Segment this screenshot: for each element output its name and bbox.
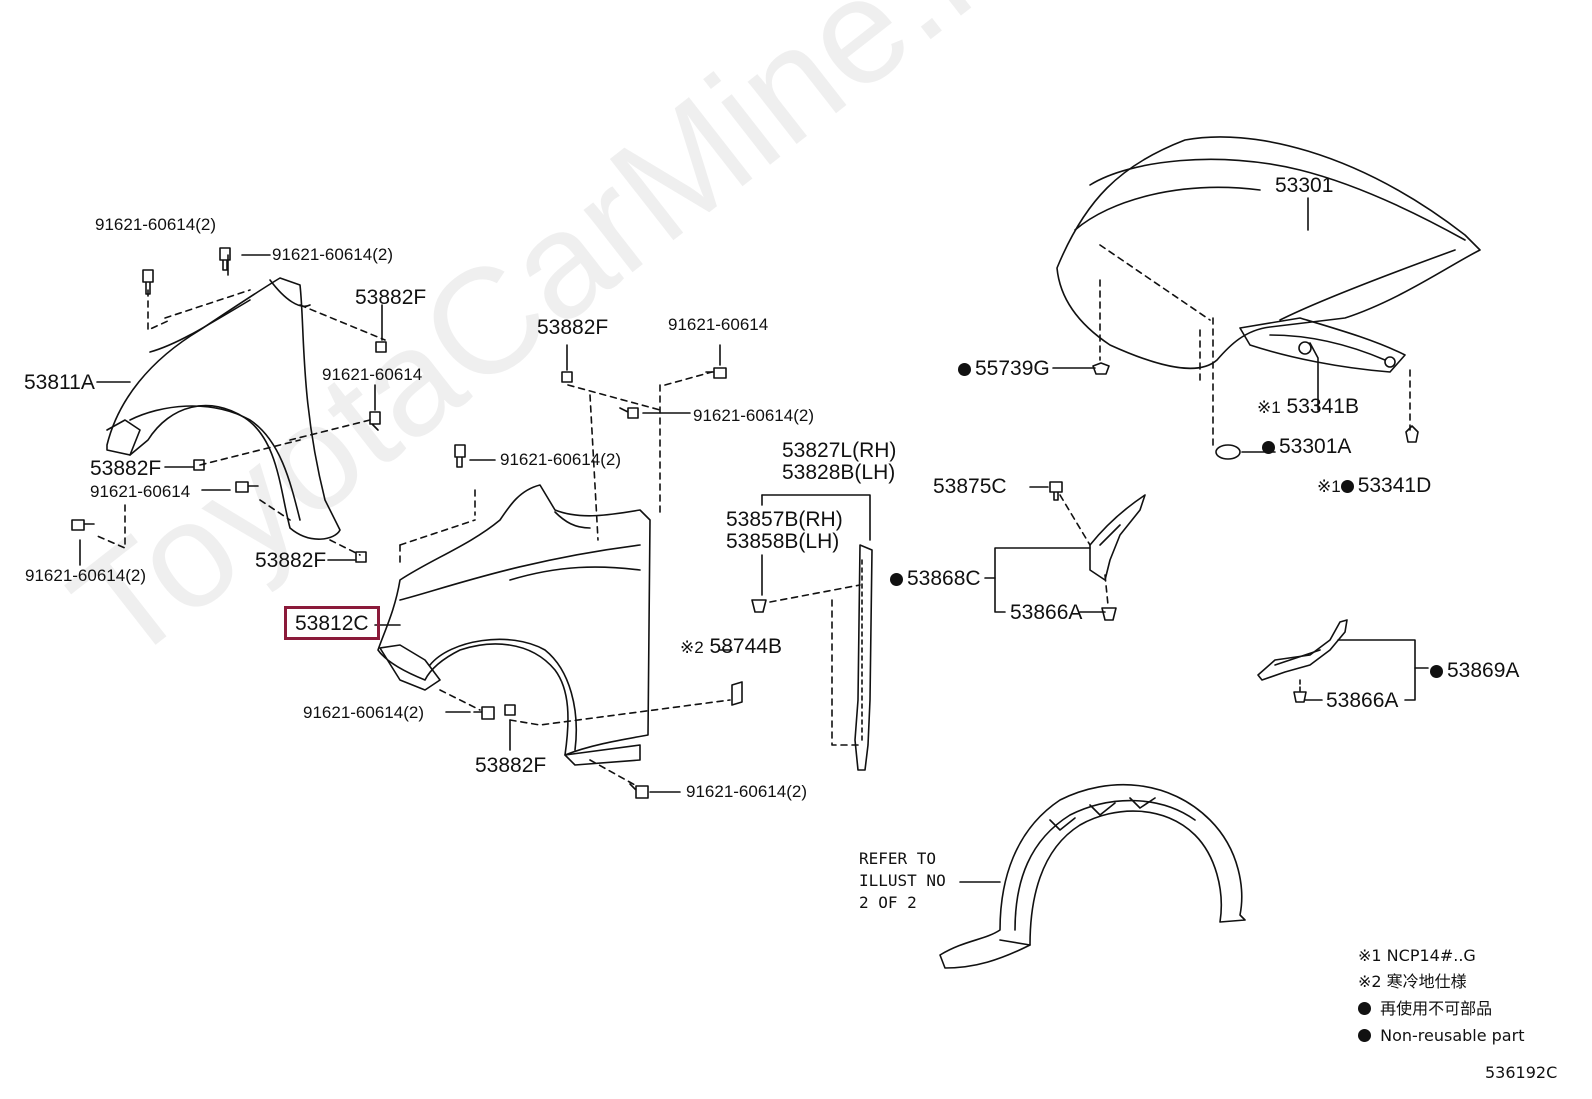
label-55739g: 55739G: [958, 358, 1050, 379]
clip-icon: [1405, 425, 1419, 443]
label-bolt-91621-60614: 91621-60614(2): [686, 782, 807, 801]
label-53882f: 53882F: [355, 286, 427, 309]
label-53812c-highlighted[interactable]: 53812C: [284, 606, 380, 640]
label-bolt-91621-60614: 91621-60614(2): [693, 406, 814, 425]
label-bolt-91621-60614: 91621-60614(2): [25, 566, 146, 585]
nut-icon: [355, 551, 367, 563]
hood-part: [1056, 136, 1481, 370]
diagram-code: 536192C: [1485, 1063, 1558, 1082]
bracket-part: [1257, 619, 1348, 681]
legend-note-1: ※1 NCP14#..G: [1358, 946, 1476, 965]
label-53882f: 53882F: [255, 549, 327, 572]
nut-icon: [504, 704, 516, 716]
label-53857b: 53857B(RH): [726, 508, 843, 531]
bolt-icon: [369, 411, 381, 431]
bolt-icon: [454, 444, 466, 468]
label-53866a: 53866A: [1010, 601, 1083, 624]
label-53301: 53301: [1275, 174, 1334, 197]
non-reusable-dot-icon: [1262, 441, 1275, 454]
label-53858b: 53858B(LH): [726, 530, 840, 553]
non-reusable-dot-icon: [1340, 480, 1354, 493]
nut-icon: [375, 341, 387, 353]
label-53882f: 53882F: [90, 457, 162, 480]
fender-seal-pad: [731, 681, 743, 706]
legend-note-2: ※2 寒冷地仕様: [1358, 972, 1467, 991]
label-53866a: 53866A: [1326, 689, 1399, 712]
label-bolt-91621-60614: 91621-60614: [668, 315, 769, 334]
label-bolt-91621-60614: 91621-60614(2): [272, 245, 393, 264]
label-bolt-91621-60614: 91621-60614(2): [303, 703, 424, 722]
bolt-icon: [619, 407, 639, 419]
label-53341b: ※1 53341B: [1257, 395, 1359, 418]
hood-insulator-part: [1239, 317, 1406, 373]
bolt-icon: [1049, 481, 1063, 501]
label-53828b: 53828B(LH): [782, 461, 896, 484]
label-53811a: 53811A: [24, 371, 95, 394]
label-bolt-91621-60614: 91621-60614: [90, 482, 191, 501]
label-53868c: 53868C: [890, 568, 981, 589]
legend-note-3: 再使用不可部品: [1358, 1001, 1492, 1017]
refer-note-line1: REFER TO: [859, 849, 937, 868]
label-53882f: 53882F: [537, 316, 609, 339]
non-reusable-dot-icon: [890, 573, 903, 586]
bolt-icon: [235, 481, 259, 493]
label-53827l: 53827L(RH): [782, 439, 897, 462]
label-53875c: 53875C: [933, 475, 1007, 498]
bracket-part: [1089, 494, 1146, 581]
bolt-icon: [142, 269, 154, 295]
fender-liner-part: [939, 783, 1246, 969]
fender-part: [377, 484, 651, 766]
label-53301a: 53301A: [1262, 436, 1351, 457]
fender-seal-part: [854, 544, 873, 771]
refer-note-line3: 2 OF 2: [859, 893, 917, 912]
label-bolt-91621-60614: 91621-60614: [322, 365, 423, 384]
label-58744b: ※2 58744B: [680, 635, 782, 658]
bolt-icon: [629, 783, 649, 799]
hood-seal-plug: [1215, 444, 1241, 460]
refer-note-line2: ILLUST NO: [859, 871, 946, 890]
bolt-icon: [705, 367, 727, 379]
clip-icon: [1092, 362, 1110, 375]
bolt-icon: [219, 247, 231, 271]
non-reusable-dot-icon: [1430, 665, 1443, 678]
non-reusable-dot-icon: [958, 363, 971, 376]
non-reusable-dot-icon: [1358, 1002, 1371, 1015]
nut-icon: [193, 459, 205, 471]
label-53869a: 53869A: [1430, 660, 1519, 681]
bolt-icon: [473, 706, 495, 720]
clip-icon: [1293, 691, 1307, 703]
fender-apron-part: [106, 277, 341, 540]
non-reusable-dot-icon: [1358, 1029, 1371, 1042]
nut-icon: [561, 371, 573, 383]
bolt-icon: [71, 519, 95, 531]
label-53882f: 53882F: [475, 754, 547, 777]
clip-icon: [1101, 607, 1117, 621]
legend-note-4: Non-reusable part: [1358, 1028, 1524, 1044]
label-bolt-91621-60614: 91621-60614(2): [500, 450, 621, 469]
label-bolt-91621-60614: 91621-60614(2): [95, 215, 216, 234]
clip-icon: [751, 599, 767, 613]
